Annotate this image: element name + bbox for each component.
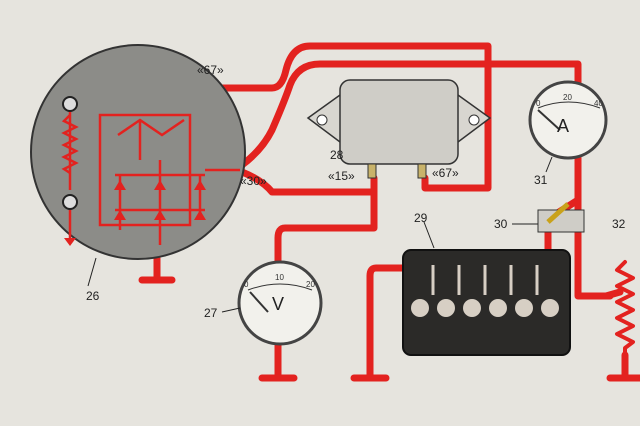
label-27: 27 [204, 306, 218, 320]
ground-icon [138, 251, 176, 284]
label-gen-30: «30» [240, 174, 267, 188]
label-29: 29 [414, 211, 428, 225]
voltmeter-scale-0: 0 [244, 280, 249, 289]
wire-battery-ground [366, 264, 424, 382]
label-reg-67: «67» [432, 166, 459, 180]
wire-67-field [206, 42, 492, 192]
voltmeter-27: V 0 10 20 [237, 260, 323, 346]
wire-30-ammeter [238, 60, 582, 218]
switch-30[interactable] [537, 202, 585, 233]
label-31: 31 [534, 173, 548, 187]
label-reg-15: «15» [328, 169, 355, 183]
label-30: 30 [494, 217, 508, 231]
voltage-regulator-28 [306, 79, 492, 179]
label-32: 32 [612, 217, 626, 231]
ground-symbols [138, 251, 640, 382]
ammeter-31: A 0 20 40 [528, 80, 608, 160]
ammeter-scale-0: 0 [536, 99, 541, 108]
rheostat-32[interactable] [602, 260, 635, 357]
ammeter-scale-20: 20 [563, 93, 572, 102]
voltmeter-scale-10: 10 [275, 273, 284, 282]
ammeter-symbol: A [557, 116, 569, 136]
ammeter-scale-40: 40 [594, 99, 603, 108]
battery-29 [402, 249, 571, 356]
voltmeter-scale-20: 20 [306, 280, 315, 289]
wire-30-15 [238, 168, 378, 196]
wire-15-voltmeter [274, 188, 378, 266]
label-28: 28 [330, 148, 344, 162]
voltmeter-symbol: V [272, 294, 284, 314]
label-26: 26 [86, 289, 100, 303]
generator-26 [30, 44, 246, 260]
label-gen-67: «67» [197, 63, 224, 77]
